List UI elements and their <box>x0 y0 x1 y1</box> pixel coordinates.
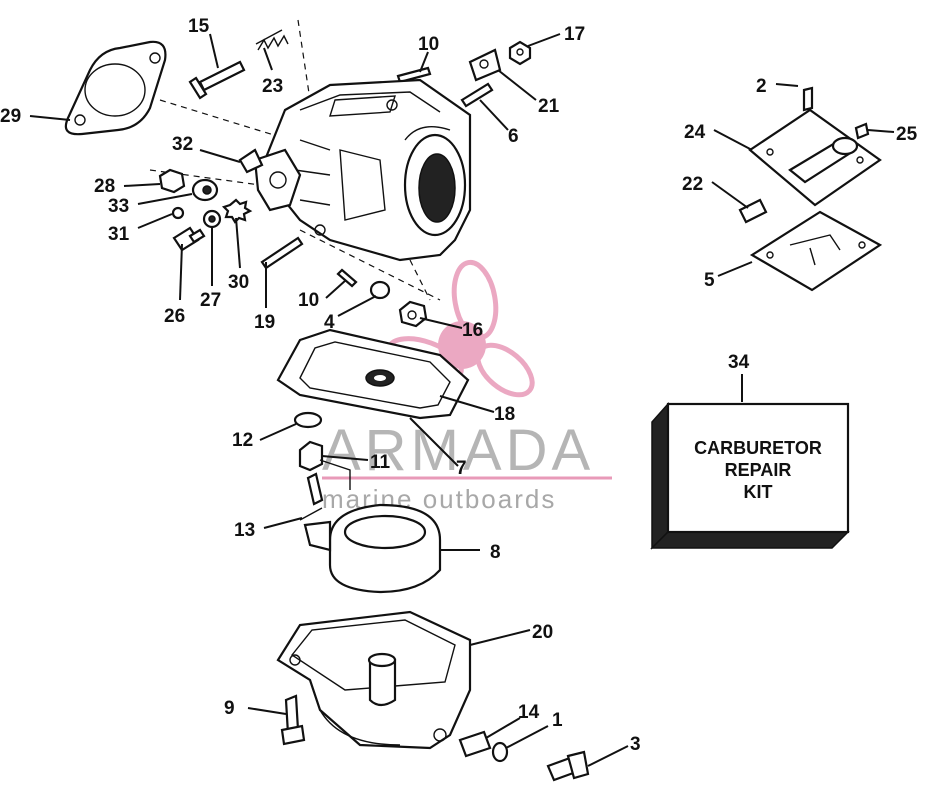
part-17-nut <box>508 40 532 66</box>
callout-8: 8 <box>490 542 501 563</box>
kit-label-line2: REPAIR <box>725 460 792 480</box>
part-24-cover-plate <box>748 108 882 207</box>
callout-23: 23 <box>262 76 283 97</box>
part-21-bracket <box>468 48 502 82</box>
part-carburetor-body <box>238 78 472 262</box>
callout-11: 11 <box>370 452 391 473</box>
part-16-seat <box>398 300 428 328</box>
callout-24: 24 <box>684 122 706 143</box>
watermark-brand: ARMADA <box>322 418 594 483</box>
part-28-cap-nut <box>158 168 186 194</box>
callout-25: 25 <box>896 124 918 145</box>
callout-28: 28 <box>94 176 115 197</box>
callout-29: 29 <box>0 106 21 127</box>
callout-10-lower: 10 <box>298 290 319 311</box>
part-11-inlet-seat <box>298 440 351 490</box>
callout-17: 17 <box>564 24 585 45</box>
callout-6: 6 <box>508 126 519 147</box>
part-8-float <box>303 503 442 594</box>
kit-label-line1: CARBURETOR <box>694 438 822 458</box>
callout-14: 14 <box>518 702 540 723</box>
part-19-pin <box>260 236 304 270</box>
part-10-pin-lower <box>336 268 358 288</box>
callout-13: 13 <box>234 520 255 541</box>
part-4-plug <box>369 280 391 300</box>
part-10-pin-upper <box>396 66 432 84</box>
part-23-spring <box>255 29 289 51</box>
part-27-washer <box>202 209 222 229</box>
callout-5: 5 <box>704 270 715 291</box>
part-13-inlet-needle <box>299 472 324 521</box>
callout-30: 30 <box>228 272 249 293</box>
part-14-plug <box>458 730 492 758</box>
part-26-screw <box>172 226 206 252</box>
part-9-bowl-screw <box>280 694 306 746</box>
callout-15: 15 <box>188 16 210 37</box>
callout-3: 3 <box>630 734 641 755</box>
kit-label-line3: KIT <box>744 482 773 502</box>
callout-26: 26 <box>164 306 185 327</box>
callout-20: 20 <box>532 622 553 643</box>
part-6-shaft <box>460 82 494 108</box>
part-30-star-washer <box>221 198 253 224</box>
callout-33: 33 <box>108 196 129 217</box>
callout-32: 32 <box>172 134 193 155</box>
part-29-flange-gasket <box>64 40 167 136</box>
callout-7: 7 <box>456 458 467 479</box>
callout-16: 16 <box>462 320 483 341</box>
callout-21: 21 <box>538 96 560 117</box>
callout-12: 12 <box>232 430 253 451</box>
part-2-screw <box>802 86 814 112</box>
callout-19: 19 <box>254 312 275 333</box>
part-31-ball <box>171 206 185 220</box>
callout-2: 2 <box>756 76 767 97</box>
callout-31: 31 <box>108 224 130 245</box>
callout-1: 1 <box>552 710 563 731</box>
callout-9: 9 <box>224 698 235 719</box>
alignment-lines <box>149 19 441 301</box>
leader-lines <box>29 33 895 767</box>
callout-34: 34 <box>728 352 750 373</box>
callout-10-upper: 10 <box>418 34 439 55</box>
part-33-knob <box>191 178 219 202</box>
callout-18: 18 <box>494 404 515 425</box>
part-22-fitting <box>738 198 768 224</box>
part-12-o-ring <box>293 411 323 429</box>
part-20-float-bowl <box>276 610 472 750</box>
watermark: ARMADA marine outboards <box>322 259 612 514</box>
part-3-drain-screw <box>546 750 590 782</box>
part-15-idle-screw <box>188 60 246 100</box>
callout-27: 27 <box>200 290 221 311</box>
part-5-diaphragm <box>749 210 883 292</box>
part-18-bowl-gasket <box>276 328 470 420</box>
callout-numbers: 15 23 10 17 21 6 29 32 28 33 31 26 27 30… <box>0 16 918 755</box>
part-25-fitting <box>854 122 870 140</box>
callout-22: 22 <box>682 174 703 195</box>
callout-4: 4 <box>324 312 335 333</box>
part-1-washer <box>491 741 509 763</box>
carburetor-repair-kit-box: CARBURETOR REPAIR KIT <box>650 402 850 550</box>
